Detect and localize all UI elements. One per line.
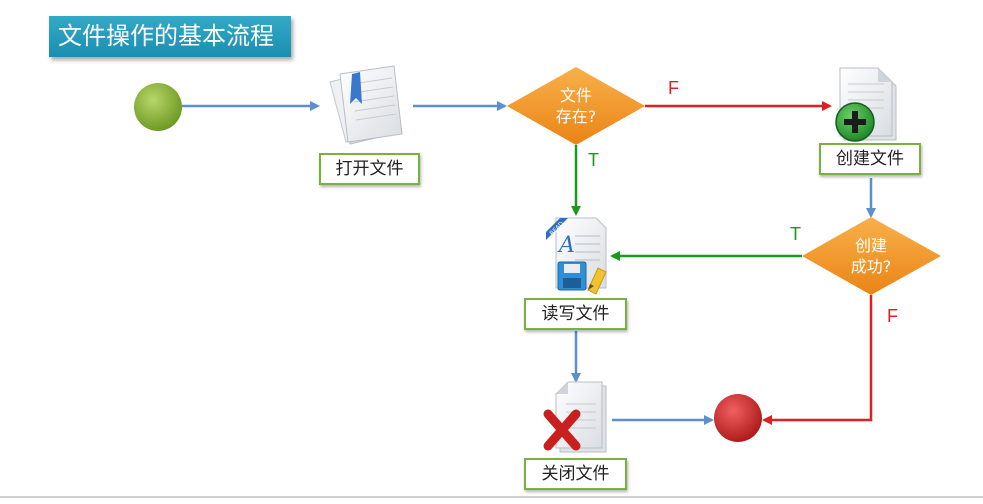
edge-label-exists-true: T xyxy=(588,150,599,170)
start-circle-icon xyxy=(134,83,182,131)
arrow-create-false xyxy=(762,295,873,425)
edge-label-exists-false: F xyxy=(668,78,679,98)
create-file-label: 创建文件 xyxy=(819,143,921,175)
svg-text:A: A xyxy=(557,233,575,258)
create-success-line1: 创建 xyxy=(854,236,887,255)
create-success-diamond xyxy=(802,217,941,295)
open-document-icon xyxy=(329,65,403,145)
file-exists-diamond xyxy=(507,67,645,145)
edge-label-create-true: T xyxy=(790,224,801,244)
end-circle-icon xyxy=(714,394,762,442)
open-file-label: 打开文件 xyxy=(319,153,420,185)
read-write-file-label: 读写文件 xyxy=(524,298,627,330)
file-exists-line1: 文件 xyxy=(559,86,592,105)
create-document-icon xyxy=(835,67,897,142)
close-file-label: 关闭文件 xyxy=(524,458,627,490)
edge-label-create-false: F xyxy=(887,306,898,326)
file-exists-line2: 存在? xyxy=(555,107,597,126)
close-document-icon xyxy=(543,381,607,453)
create-success-line2: 成功? xyxy=(850,257,892,276)
bottom-divider xyxy=(0,496,983,498)
read-write-document-icon: A READ xyxy=(546,217,607,295)
page-title: 文件操作的基本流程 xyxy=(49,16,291,57)
